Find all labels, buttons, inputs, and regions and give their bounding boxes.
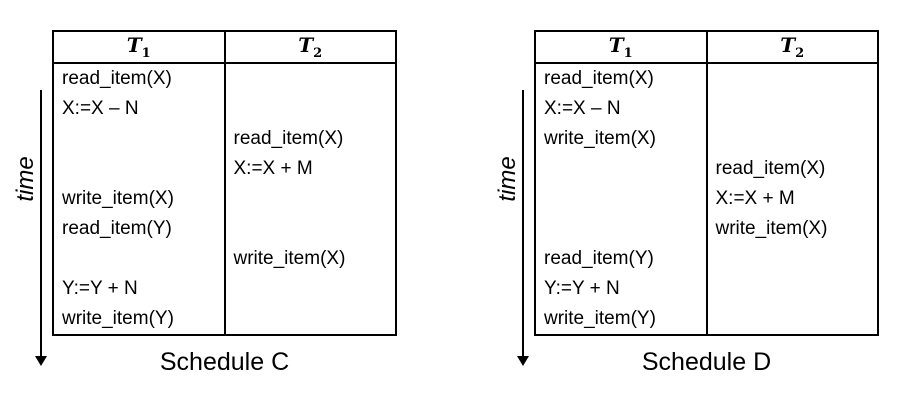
arrow-down-icon [517,356,529,366]
time-axis: time [494,90,530,370]
time-axis-line [40,90,42,358]
operation-cell: read_item(X) [233,128,344,149]
time-axis: time [12,90,48,370]
header-t2: T2 [223,30,397,64]
operation-cell [54,244,224,274]
operation-cell [536,154,706,184]
operation-cell [708,244,878,274]
operation-cell: Y:=Y + N [544,278,620,299]
header-t1-subscript: 1 [141,46,151,61]
schedule-caption: Schedule C [159,348,290,376]
operation-cell: write_item(X) [544,128,656,149]
arrow-down-icon [35,356,47,366]
operation-cell [226,274,396,304]
operation-cell: Y:=Y + N [62,278,138,299]
header-t2-subscript: 2 [795,46,805,61]
time-axis-line [522,90,524,358]
operation-cell: X:=X + M [233,158,313,179]
operation-cell [708,304,878,334]
operation-cell [226,94,396,124]
operation-cell: read_item(Y) [62,218,172,239]
operation-cell [54,124,224,154]
operation-cell: write_item(X) [62,188,174,209]
t1-column: read_item(X) X:=X – N write_item(X) read_it… [52,62,226,336]
operation-cell: X:=X – N [62,98,139,119]
header-t1: T1 [52,30,226,64]
operation-cell [536,214,706,244]
operation-cell: write_item(Y) [62,308,174,329]
operation-cell: X:=X – N [544,98,621,119]
operation-cell: write_item(Y) [544,308,656,329]
operation-cell [708,274,878,304]
time-axis-label: time [12,156,39,202]
t2-column: read_item(X) X:=X + M write_item(X) [223,62,397,336]
operation-cell [54,154,224,184]
operation-cell [708,94,878,124]
operation-cell [226,214,396,244]
operation-cell: read_item(X) [544,68,654,89]
operation-cell [226,64,396,94]
operation-cell: read_item(Y) [544,248,654,269]
header-t2-subscript: 2 [313,46,323,61]
header-t1-subscript: 1 [623,46,633,61]
header-t2-label: T [298,33,314,57]
time-axis-label: time [494,156,521,202]
operation-cell: write_item(X) [715,218,828,239]
operation-cell [226,304,396,334]
operation-cell [708,124,878,154]
operation-cell [226,184,396,214]
header-t1: T1 [534,30,708,64]
header-t2: T2 [705,30,879,64]
operation-cell: read_item(X) [715,158,826,179]
operation-cell: write_item(X) [233,248,346,269]
t1-column: read_item(X) X:=X – N write_item(X) read_it… [534,62,708,336]
operation-cell: X:=X + M [715,188,795,209]
t2-column: read_item(X) X:=X + M write_item(X) [705,62,879,336]
schedule-caption: Schedule D [641,348,772,376]
header-t2-label: T [780,33,796,57]
header-t1-label: T [608,33,624,57]
operation-cell [708,64,878,94]
operation-cell [536,184,706,214]
operation-cell: read_item(X) [62,68,172,89]
header-t1-label: T [126,33,142,57]
